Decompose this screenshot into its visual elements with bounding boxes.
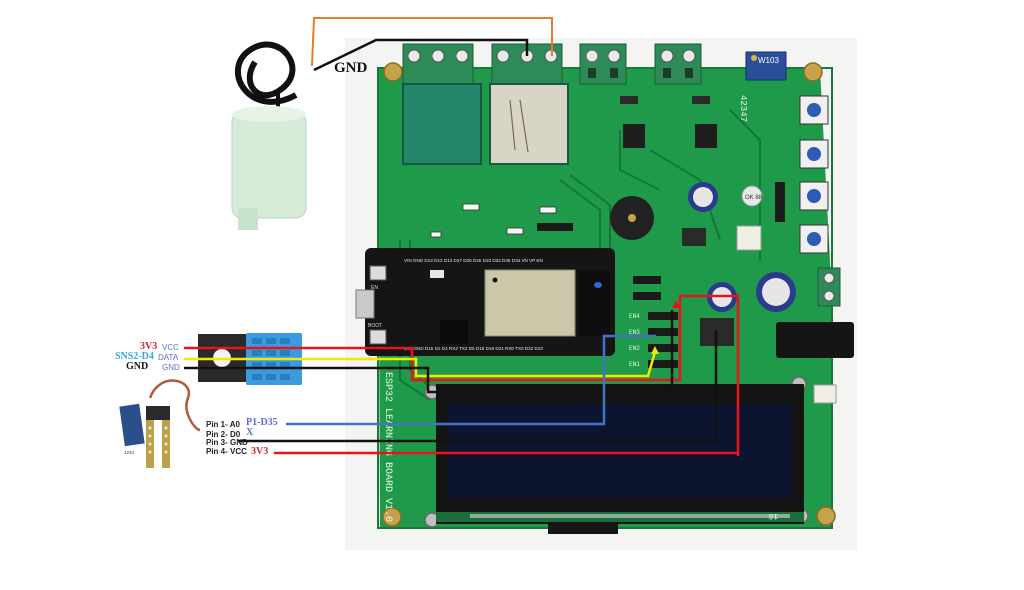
wire-dht-vcc xyxy=(184,294,740,456)
optocoupler xyxy=(695,124,717,148)
soil-pin3-label: Pin 3- GND xyxy=(206,438,248,447)
mounting-screw xyxy=(382,62,836,528)
svg-text:EN3: EN3 xyxy=(629,329,640,336)
boot-button-label: BOOT xyxy=(368,323,382,329)
jumper-labels: EN4 EN3 EN2 EN1 xyxy=(629,313,640,368)
en-button xyxy=(369,265,387,281)
lcd-label: 16 xyxy=(768,511,778,520)
esp32-bottom-pins: 3V3 GND D15 D2 D4 RX2 TX2 D5 D18 D19 D21… xyxy=(404,346,543,351)
jst-connector xyxy=(736,225,762,251)
power-terminal xyxy=(817,267,841,307)
jst-connector xyxy=(813,384,837,404)
chip-code: 42347 xyxy=(738,95,748,122)
svg-text:EN4: EN4 xyxy=(629,313,640,320)
soil-module-label: 1234 xyxy=(124,450,135,455)
soil-a0-board-label: P1-D35 xyxy=(246,417,278,428)
soil-vcc-board-label: 3V3 xyxy=(251,446,269,457)
board-title: ESP32 LEARNING BOARD V1.0 xyxy=(382,372,393,522)
dht-data-board-label: SNS2-D4 xyxy=(115,351,154,362)
buzzer-mark: OK 88 xyxy=(745,195,763,201)
boot-button xyxy=(369,329,387,345)
dht-data-pin-label: DATA xyxy=(158,353,179,362)
relay-1 xyxy=(402,83,482,165)
soil-pin1-label: Pin 1- A0 xyxy=(206,420,240,429)
dht-gnd-board-label: GND xyxy=(126,361,149,372)
wire-dht-data xyxy=(184,351,657,378)
en-button-label: EN xyxy=(371,285,378,291)
dht-vcc-pin-label: VCC xyxy=(162,343,179,352)
pump-wire-orange xyxy=(311,17,553,67)
jumper-header xyxy=(537,182,785,368)
esp32-top-pins: VIN GND D13 D12 D14 D27 D26 D25 D33 D32 … xyxy=(404,258,543,263)
soil-pin4-label: Pin 4- VCC xyxy=(206,447,247,456)
wire-dht-gnd xyxy=(184,310,674,394)
soil-moisture-sensor xyxy=(119,379,201,468)
svg-text:EN2: EN2 xyxy=(629,345,640,352)
water-pump xyxy=(231,41,307,230)
dc-jack xyxy=(776,322,854,358)
tactile-button xyxy=(799,95,829,254)
soil-d0-board-label: X xyxy=(246,427,254,438)
wire-soil-gnd xyxy=(238,330,718,443)
svg-text:EN1: EN1 xyxy=(629,361,640,368)
pump-wire-gnd xyxy=(313,38,529,72)
capacitor xyxy=(688,182,796,312)
pump-gnd-label: GND xyxy=(334,60,368,76)
usb-port xyxy=(355,289,375,319)
dht-gnd-pin-label: GND xyxy=(162,363,180,372)
wire-soil-a0 xyxy=(286,334,656,426)
smd-led xyxy=(430,203,557,238)
terminal-block xyxy=(402,43,702,85)
optocoupler xyxy=(623,124,645,148)
relay-2 xyxy=(489,83,569,165)
esp32-module xyxy=(484,269,576,337)
dht-vcc-board-label: 3V3 xyxy=(140,341,158,352)
soil-pin2-label: Pin 2- D0 xyxy=(206,430,241,439)
pot-label: W103 xyxy=(758,56,779,65)
lcd-screen xyxy=(448,404,792,498)
